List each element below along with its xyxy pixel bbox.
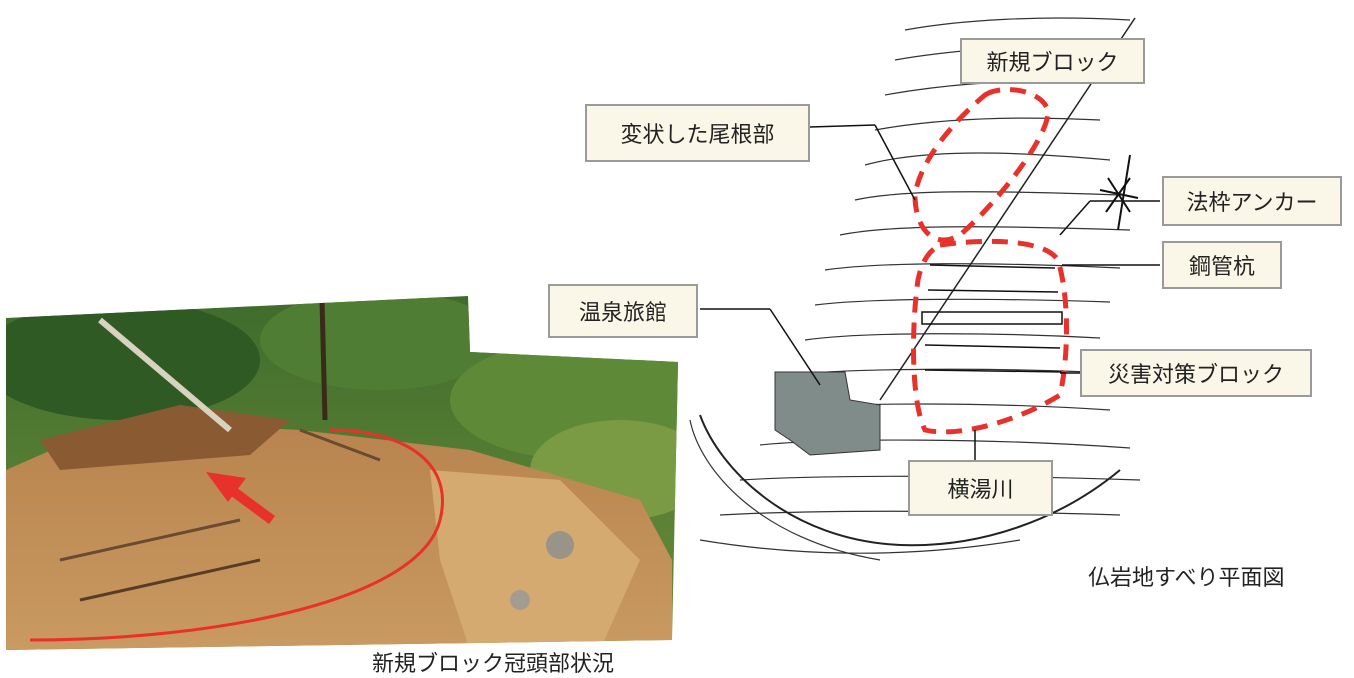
steel-pipe-piles <box>921 264 1066 373</box>
new-block-boundary <box>912 87 1051 243</box>
label-yokoyu-river: 横湯川 <box>908 460 1053 516</box>
movement-arrow-icon <box>206 472 275 525</box>
inn-building <box>774 371 881 456</box>
label-hot-spring-inn: 温泉旅館 <box>548 284 698 338</box>
label-deformed-ridge: 変状した尾根部 <box>585 104 810 162</box>
map-caption: 仏岩地すべり平面図 <box>1088 566 1285 591</box>
label-frame-anchor: 法枠アンカー <box>1162 176 1342 226</box>
crown-boundary-line <box>29 428 444 642</box>
river-line <box>699 414 1121 547</box>
north-arrow-icon <box>1099 154 1139 231</box>
label-steel-pipe-pile: 鋼管杭 <box>1162 241 1282 289</box>
site-photo <box>6 296 678 650</box>
disaster-block-boundary <box>911 238 1069 435</box>
photo-caption: 新規ブロック冠頭部状況 <box>372 652 615 677</box>
label-disaster-control-block: 災害対策ブロック <box>1080 349 1312 397</box>
label-new-block: 新規ブロック <box>960 38 1145 84</box>
leader-lines <box>700 124 1160 475</box>
